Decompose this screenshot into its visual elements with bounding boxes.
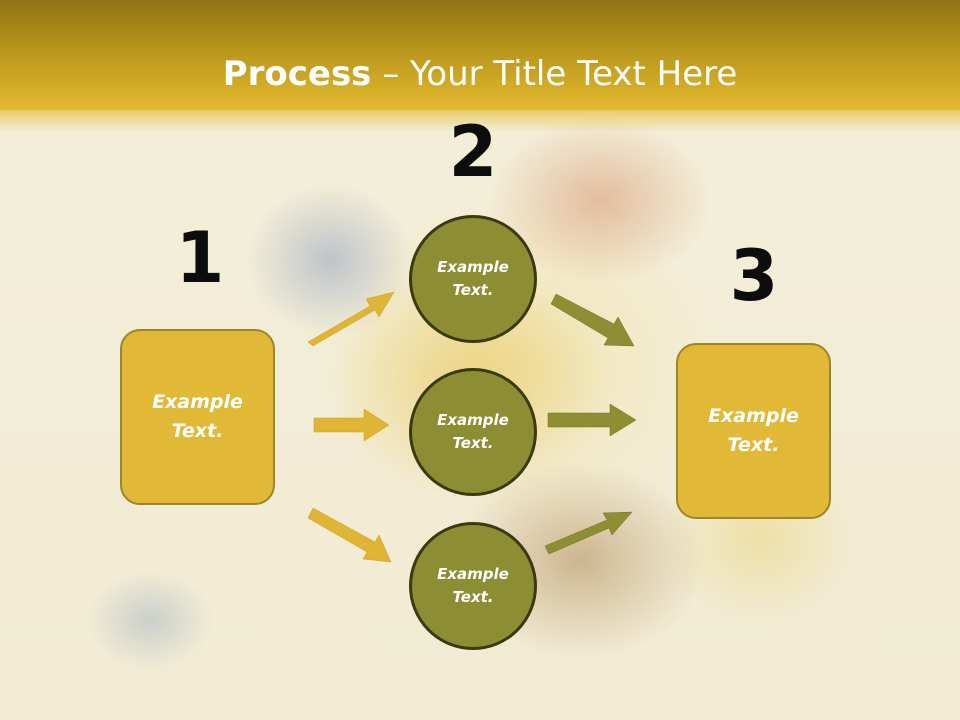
arrow-left-down <box>307 507 392 563</box>
step-number-1: 1 <box>175 217 225 299</box>
slide-title-rest: – Your Title Text Here <box>371 54 738 94</box>
right-step-box-text: Example Text. <box>708 405 799 456</box>
circle-top: Example Text. <box>409 215 537 343</box>
circle-middle-text: Example Text. <box>437 411 509 452</box>
arrow-left-middle <box>313 408 390 442</box>
circle-middle: Example Text. <box>409 368 537 496</box>
slide-title-bold: Process <box>222 54 372 94</box>
circle-bottom: Example Text. <box>409 522 537 650</box>
arrow-right-down <box>550 293 635 347</box>
circle-top-text: Example Text. <box>437 258 509 299</box>
slide-title: Process – Your Title Text Here <box>0 52 960 96</box>
left-step-box: Example Text. <box>120 329 275 505</box>
step-number-3: 3 <box>729 235 779 317</box>
circle-bottom-text: Example Text. <box>437 565 509 606</box>
step-number-2: 2 <box>448 111 498 193</box>
title-bar-fade <box>0 110 960 132</box>
arrow-right-middle <box>547 403 637 437</box>
arrow-right-up <box>544 511 633 555</box>
title-bar <box>0 0 960 110</box>
left-step-box-text: Example Text. <box>152 391 243 442</box>
right-step-box: Example Text. <box>676 343 831 519</box>
arrow-left-up <box>307 291 395 347</box>
